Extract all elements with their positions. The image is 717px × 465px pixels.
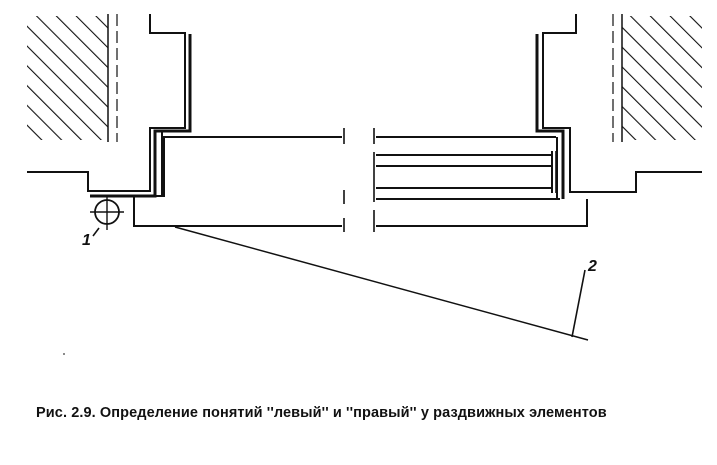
direction-line xyxy=(174,226,589,341)
callout-2: 2 xyxy=(174,226,597,341)
left-wall-hatch xyxy=(27,16,108,140)
right-sliding-panel xyxy=(373,128,588,232)
right-panel-bottom xyxy=(376,199,588,227)
left-wall xyxy=(27,14,186,192)
left-panel-upper xyxy=(133,136,342,227)
right-wall-contour xyxy=(542,14,702,193)
figure-caption: Рис. 2.9. Определение понятий ''левый'' … xyxy=(36,405,607,421)
sliding-elements-diagram: 1 2 xyxy=(27,14,702,355)
left-sliding-panel xyxy=(133,128,345,232)
callout-1-label: 1 xyxy=(82,232,91,249)
callout-1-leader xyxy=(92,227,100,237)
callout-2-label: 2 xyxy=(587,258,597,275)
left-wall-contour xyxy=(27,14,186,192)
print-speck xyxy=(63,353,65,355)
callout-2-leader xyxy=(571,269,586,338)
right-frame-outer xyxy=(535,34,565,199)
callout-1: 1 xyxy=(82,196,124,249)
right-wall-hatch xyxy=(622,16,702,140)
right-wall xyxy=(542,14,702,193)
right-frame-profile xyxy=(535,34,565,199)
